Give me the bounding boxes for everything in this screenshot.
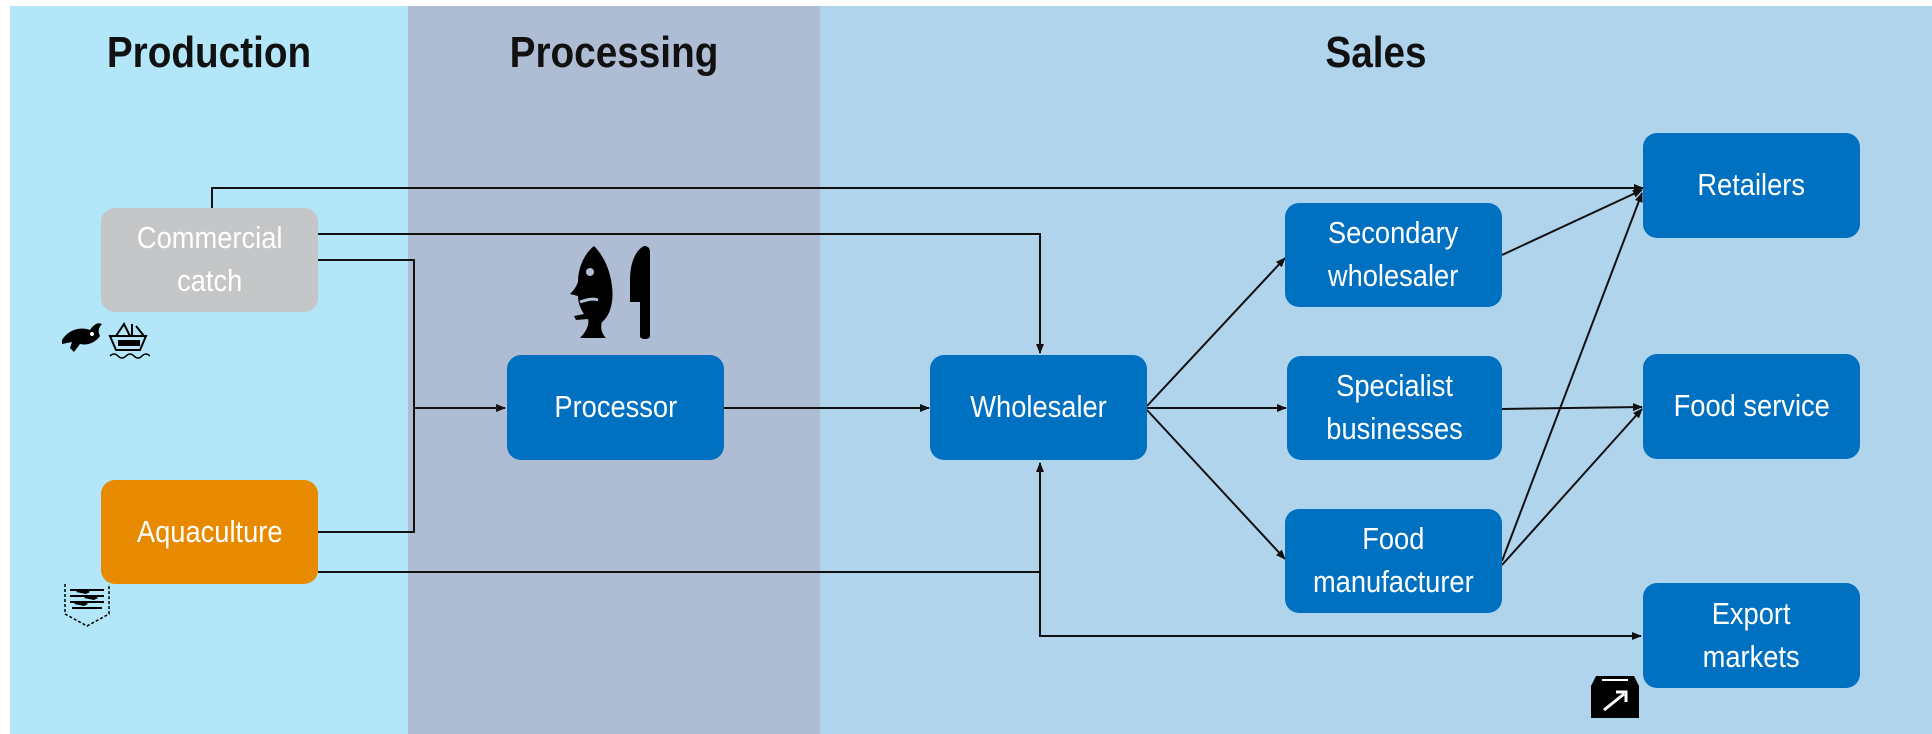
node-retailers-label: Retailers — [1697, 167, 1806, 203]
aquaculture-net-icon — [64, 584, 110, 627]
fish-boat-icon — [62, 322, 150, 359]
node-specialist-businesses: Specialist businesses — [1287, 356, 1502, 460]
node-wholesaler-label: Wholesaler — [970, 389, 1107, 425]
lane-processing: Processing — [408, 6, 820, 734]
node-aquaculture: Aquaculture — [101, 480, 318, 584]
arrow-wholesaler-to-secondary — [1146, 257, 1286, 407]
node-export-markets: Export markets — [1643, 583, 1860, 688]
node-commercial-catch: Commercial catch — [101, 208, 318, 312]
arrow-secondary-to-retailers — [1501, 189, 1643, 256]
node-commercial-catch-label: Commercial catch — [136, 220, 283, 298]
arrow-to-export — [1039, 572, 1642, 640]
node-food-service-label: Food service — [1673, 388, 1830, 424]
lane-title-production: Production — [106, 28, 312, 77]
arrow-catch-to-processor — [318, 259, 506, 412]
node-processor-label: Processor — [554, 389, 677, 425]
fish-knife-icon — [570, 246, 650, 339]
node-aquaculture-label: Aquaculture — [136, 513, 283, 549]
arrow-wholesaler-to-manufacturer — [1146, 409, 1286, 560]
arrow-catch-to-wholesaler — [318, 233, 1044, 354]
arrow-manufacturer-to-retailers — [1501, 192, 1643, 562]
arrow-manufacturer-to-foodservice — [1501, 408, 1643, 566]
arrow-catch-to-retailers — [211, 184, 1644, 208]
export-crate-icon — [1591, 676, 1639, 718]
lane-title-processing: Processing — [509, 28, 719, 77]
node-processor: Processor — [507, 355, 724, 460]
node-food-manufacturer: Food manufacturer — [1285, 509, 1502, 613]
node-retailers: Retailers — [1643, 133, 1860, 238]
node-secondary-wholesaler-label: Secondary wholesaler — [1328, 215, 1459, 293]
lane-title-sales: Sales — [1325, 28, 1427, 77]
node-specialist-businesses-label: Specialist businesses — [1326, 368, 1463, 446]
node-food-manufacturer-label: Food manufacturer — [1313, 521, 1474, 599]
node-food-service: Food service — [1643, 354, 1860, 459]
arrow-aquaculture-to-wholesaler — [318, 462, 1044, 573]
arrow-aquaculture-to-processor — [318, 408, 415, 533]
node-wholesaler: Wholesaler — [930, 355, 1147, 460]
node-secondary-wholesaler: Secondary wholesaler — [1285, 203, 1502, 307]
node-export-markets-label: Export markets — [1702, 595, 1801, 674]
lane-production: Production — [10, 6, 408, 734]
arrow-specialist-to-foodservice — [1501, 403, 1643, 412]
